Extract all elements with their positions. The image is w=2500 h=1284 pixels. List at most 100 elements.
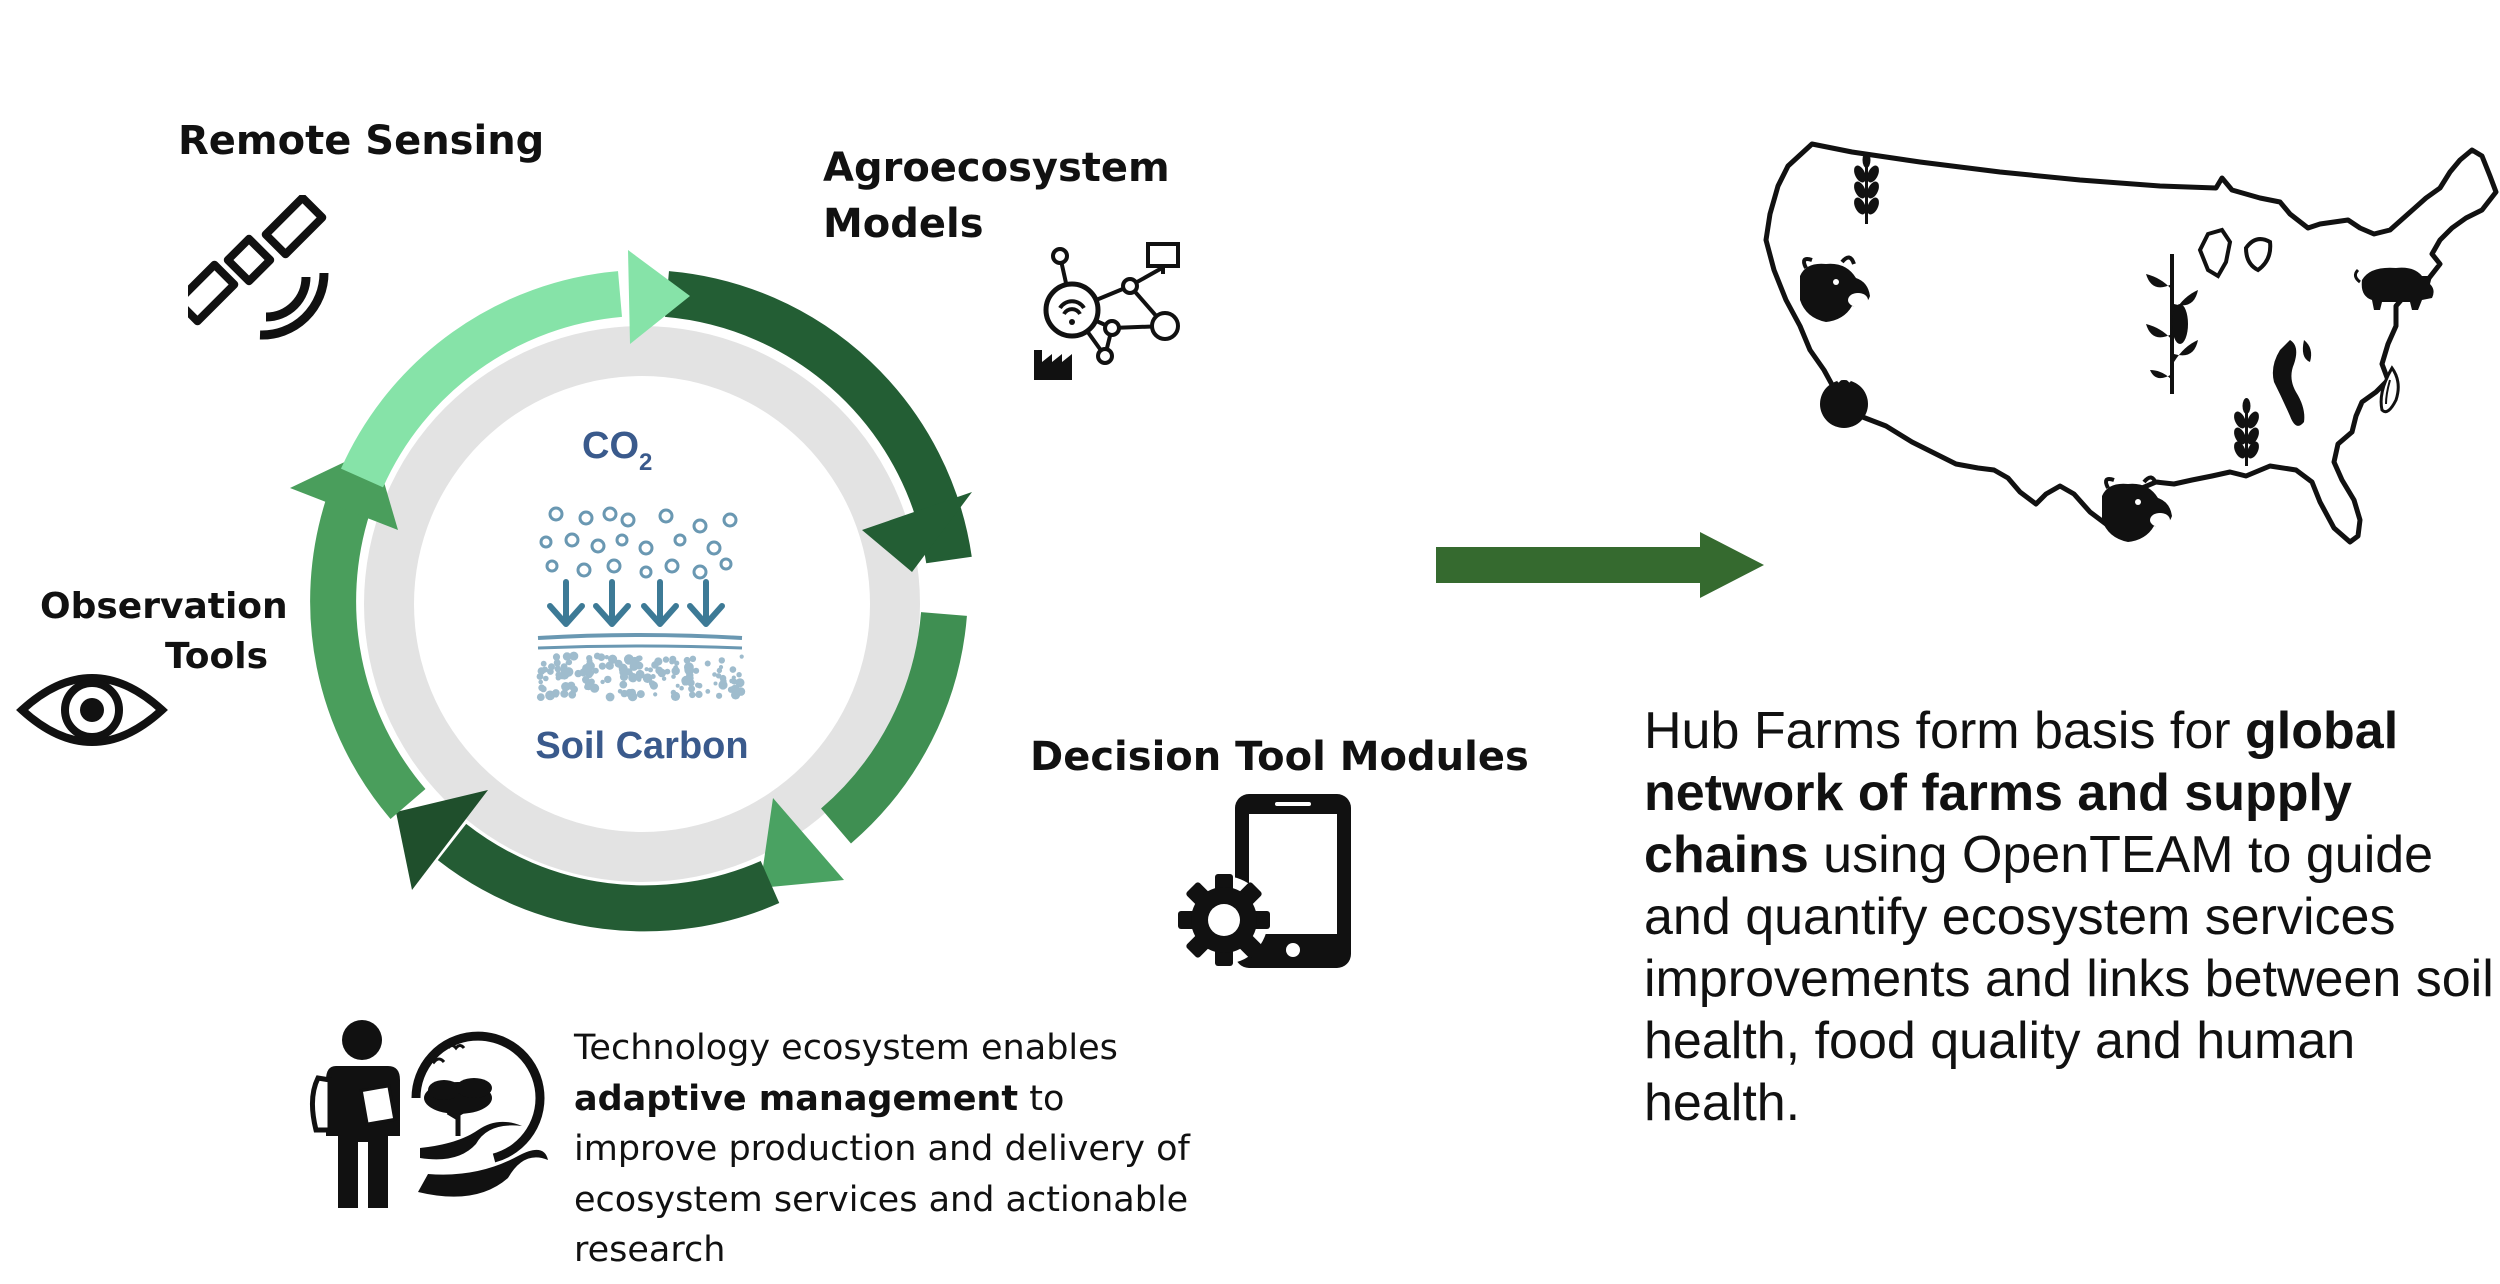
satellite-icon	[188, 195, 329, 340]
remote-sensing-label: Remote Sensing	[178, 118, 545, 164]
soil-particle	[695, 690, 703, 699]
soil-particle	[593, 652, 601, 660]
soil-particle	[561, 682, 571, 692]
soil-particle	[636, 690, 645, 699]
soil-particle	[704, 660, 711, 667]
soil-particle	[684, 667, 689, 672]
soil-particle	[630, 690, 636, 695]
soil-particle	[688, 685, 696, 693]
soil-particle	[731, 675, 736, 680]
soil-particle	[713, 681, 718, 686]
soil-particle	[585, 661, 595, 671]
soil-particle	[671, 666, 680, 676]
soil-particle	[582, 676, 590, 684]
cycle-arrowhead-dark-right	[862, 492, 972, 572]
cow-icon	[1800, 255, 1870, 322]
pea-pod-icon	[2379, 365, 2400, 414]
pig-icon	[2353, 267, 2434, 310]
soil-particle	[683, 656, 691, 664]
eye-icon	[16, 674, 168, 746]
soil-particle	[689, 655, 697, 662]
soil-particle	[605, 661, 614, 670]
soil-particle	[662, 656, 670, 663]
cycle-arrowhead-dark-left	[396, 790, 488, 890]
cycle-arrowhead-light	[628, 250, 690, 344]
cycle-arc-mid-right	[820, 611, 967, 844]
soil-carbon-label: Soil Carbon	[535, 725, 748, 767]
soil-particle	[669, 659, 675, 665]
corn-icon	[2146, 254, 2198, 394]
soil-particle	[566, 659, 573, 666]
soil-particle	[592, 667, 599, 674]
tomato-icon	[1820, 377, 1868, 428]
soil-particle	[661, 676, 667, 681]
network-model-icon	[1034, 242, 1180, 380]
wheat-icon	[1854, 152, 1879, 224]
soil-particle	[540, 660, 547, 667]
soil-particle	[644, 667, 649, 672]
soil-particle	[604, 675, 612, 684]
soil-particle	[538, 679, 543, 685]
soil-particle	[629, 662, 639, 671]
agroecosystem-models-label: Agroecosystem Models	[823, 140, 1170, 252]
soil-particle	[570, 685, 578, 694]
soil-particle	[569, 651, 579, 661]
soil-particle	[619, 680, 628, 689]
soil-particle	[553, 692, 559, 698]
soil-line-1	[537, 633, 743, 640]
soil-particle	[674, 660, 680, 666]
soil-particle	[543, 675, 549, 682]
cycle-arrowhead-mid-bottom	[760, 798, 844, 888]
soil-particle	[636, 671, 645, 679]
soil-particle	[598, 662, 607, 670]
soil-particle	[648, 667, 653, 673]
co2-label: CO2	[582, 425, 652, 476]
soil-particle	[679, 685, 684, 691]
soil-particle	[695, 682, 701, 688]
cow-icon-2	[2102, 475, 2172, 542]
phone-gear-icon	[1178, 794, 1351, 968]
soil-particle	[600, 679, 605, 685]
observation-tools-label: Observation Tools	[40, 582, 288, 682]
cycle-arc-mid-left	[310, 498, 426, 819]
soybean-icon	[2272, 340, 2312, 426]
soil-particle	[655, 666, 664, 675]
big-arrow-right-icon	[1436, 532, 1764, 598]
soil-particle	[545, 690, 555, 701]
soil-particle	[537, 667, 546, 675]
soil-particle	[693, 667, 700, 674]
us-map	[1763, 141, 2499, 545]
soil-particle	[670, 691, 681, 702]
soil-particle	[718, 680, 728, 690]
soil-particle	[649, 681, 659, 690]
soil-particle	[671, 674, 676, 679]
soil-particle	[716, 667, 723, 674]
soil-particle	[718, 657, 725, 664]
us-map-outline	[1763, 141, 2499, 545]
soil-particle	[716, 692, 723, 699]
soil-particle	[617, 689, 623, 694]
soil-particle	[705, 689, 711, 694]
obs-line-2: Tools	[164, 636, 268, 677]
soil-particle	[556, 674, 561, 679]
agro-line-1: Agroecosystem	[823, 145, 1170, 191]
agro-line-2: Models	[823, 201, 984, 247]
soil-particle	[675, 683, 680, 688]
obs-line-1: Observation	[40, 586, 288, 627]
soil-particle	[651, 661, 659, 669]
soil-particle	[689, 691, 696, 699]
soil-particle	[712, 672, 717, 677]
soil-particle	[536, 673, 544, 680]
wheat-icon-2	[2234, 398, 2259, 466]
soil-line-2	[537, 644, 743, 650]
soil-particle	[562, 652, 572, 661]
soil-particle	[584, 682, 593, 691]
soil-particle	[540, 685, 547, 693]
soil-particle	[664, 668, 671, 675]
soil-particle	[563, 667, 574, 677]
soil-particle	[737, 681, 743, 687]
soil-particle	[536, 693, 545, 701]
soil-particle	[642, 673, 653, 683]
soil-particle	[729, 678, 735, 684]
soil-particle	[686, 674, 694, 682]
